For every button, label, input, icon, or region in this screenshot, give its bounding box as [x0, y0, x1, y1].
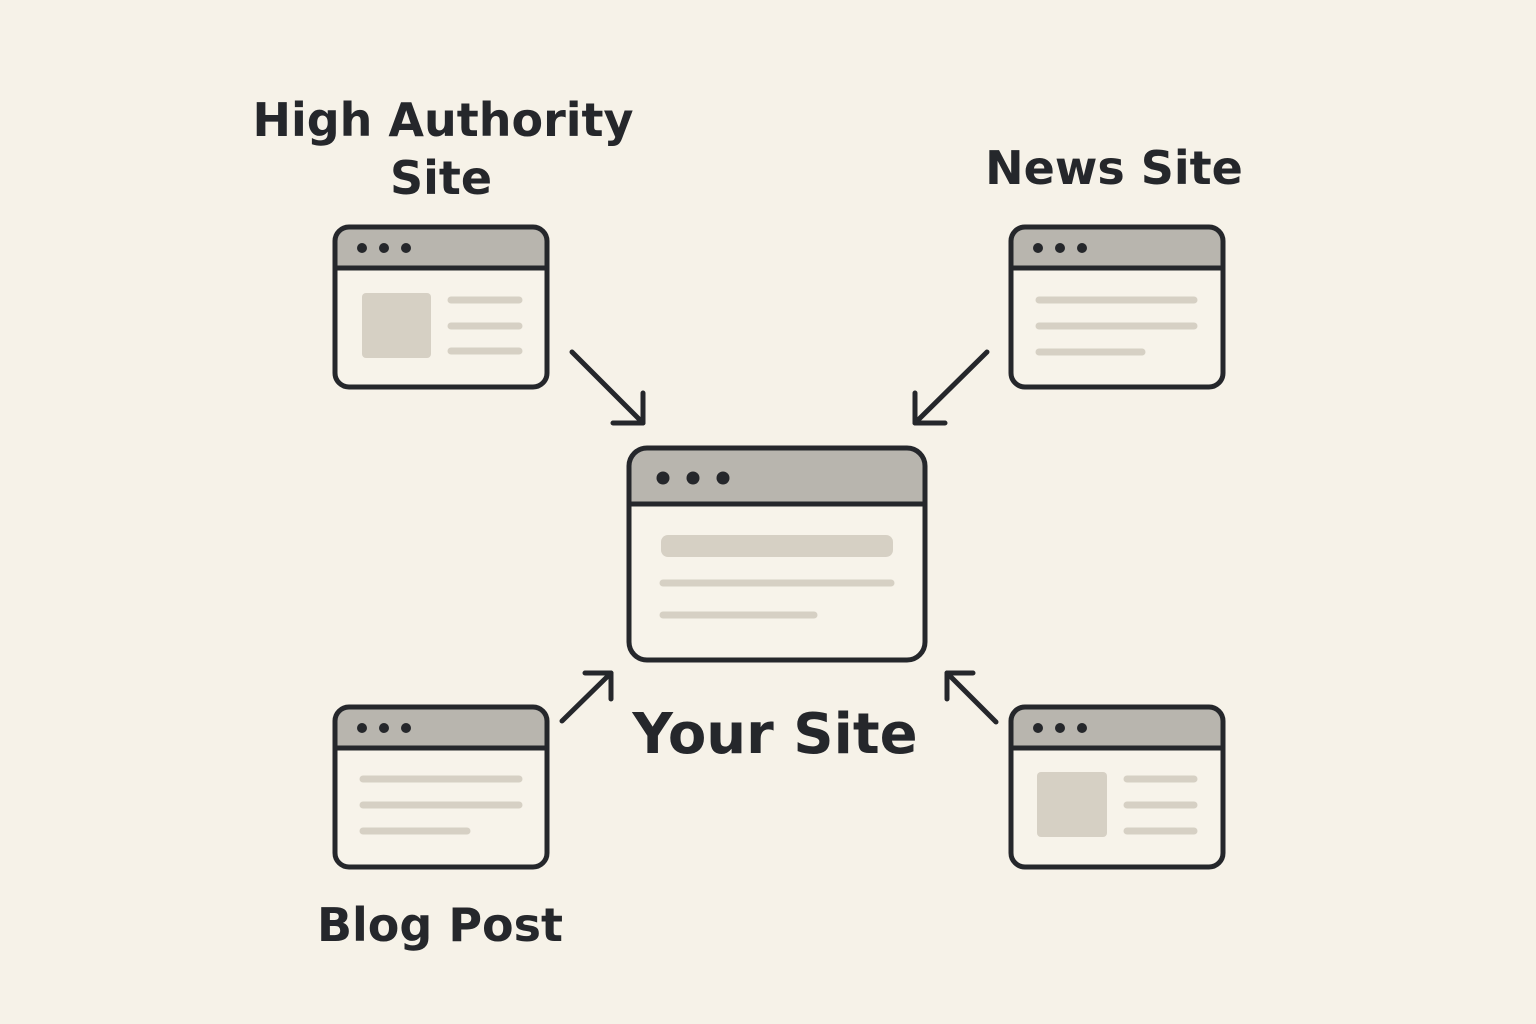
- arrow-icon: [559, 670, 614, 724]
- unlabeled-site-node: [1011, 707, 1223, 867]
- high-authority-site-node: High Authority Site: [252, 93, 634, 387]
- browser-window-icon: [1011, 227, 1223, 387]
- arrow-icon: [569, 349, 646, 426]
- news-site-node: News Site: [985, 141, 1243, 387]
- browser-window-icon: [335, 227, 547, 387]
- blog-post-node: Blog Post: [317, 707, 563, 952]
- news-site-label: News Site: [985, 141, 1243, 195]
- arrow-icon: [944, 670, 999, 725]
- arrow-icon: [912, 349, 990, 426]
- your-site-node: Your Site: [626, 445, 928, 767]
- blog-post-label: Blog Post: [317, 898, 563, 952]
- your-site-label: Your Site: [631, 702, 917, 767]
- browser-window-icon: [335, 707, 547, 867]
- high-authority-label-line1: High Authority: [252, 93, 633, 147]
- browser-window-icon: [1011, 707, 1223, 867]
- high-authority-label-line2: Site: [390, 151, 492, 205]
- browser-window-icon: [626, 445, 928, 663]
